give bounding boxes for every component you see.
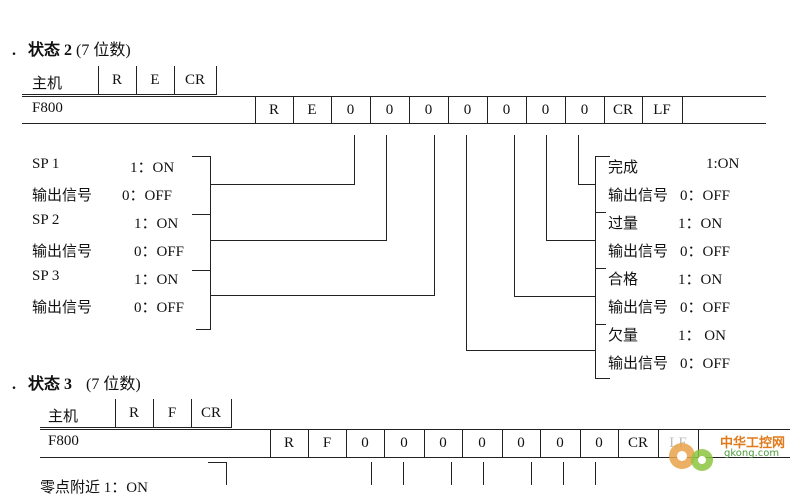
device-cell: 0 (424, 102, 433, 118)
device-cell: 0 (463, 102, 472, 118)
host-cell: R (128, 405, 139, 421)
device-cell: E (307, 102, 317, 118)
left-item-sub-value: 0：OFF (134, 300, 185, 316)
right-item-name: 过量 (608, 216, 639, 232)
right-item-sub-value: 0：OFF (680, 356, 731, 372)
left-item-sub: 输出信号 (32, 244, 93, 260)
device-label: F800 (32, 100, 63, 116)
left-item-name: SP 3 (32, 268, 60, 284)
device-cell: LF (653, 102, 671, 118)
section-title: 状态 3 (28, 376, 73, 393)
host-label: 主机 (48, 409, 79, 425)
watermark-brand: 中华工控网 (720, 436, 786, 451)
left-item-value: 1：ON (134, 216, 179, 232)
device-cell: 0 (541, 102, 550, 118)
device-cell: 0 (478, 435, 486, 451)
host-cell: R (111, 72, 122, 88)
right-item-sub-value: 0：OFF (680, 300, 731, 316)
right-item-sub-value: 0：OFF (680, 244, 731, 260)
section3-heading: . 状态 3 (7 位数) (12, 370, 141, 394)
gear-logo-icon (669, 443, 713, 471)
right-item-sub: 输出信号 (608, 188, 669, 204)
left-item-value: 1：ON (134, 272, 179, 288)
device-cell: 0 (556, 435, 564, 451)
right-item-sub-value: 0：OFF (680, 188, 731, 204)
device-cell: F (322, 435, 332, 451)
device-cell: 0 (517, 435, 525, 451)
host-cell: CR (200, 405, 221, 421)
device-cell: CR (627, 435, 648, 451)
left-item-sub: 输出信号 (32, 188, 93, 204)
device-cell: 0 (502, 102, 511, 118)
left-item-sub-value: 0：OFF (122, 188, 173, 204)
device-cell: 0 (580, 102, 589, 118)
right-item-value: 1：ON (678, 216, 723, 232)
host-cell: F (167, 405, 177, 421)
right-item-value: 1： ON (678, 328, 726, 344)
diagram-lines (22, 66, 790, 485)
bullet: . (12, 42, 16, 59)
device-cell: R (283, 435, 294, 451)
watermark-logo: 中华工控网 gkong.com (662, 430, 796, 482)
left-item-name: SP 1 (32, 156, 60, 172)
section2-heading: . 状态 2 (7 位数) (12, 36, 131, 60)
device-cell: 0 (361, 435, 369, 451)
device-cell: 0 (595, 435, 603, 451)
device-cell: 0 (346, 102, 355, 118)
bullet: . (12, 376, 16, 393)
right-item-sub: 输出信号 (608, 300, 669, 316)
host-cell: CR (184, 72, 205, 88)
left-item-name: SP 2 (32, 212, 60, 228)
right-item-name: 欠量 (608, 328, 639, 344)
device-cell: CR (612, 102, 633, 118)
section-title: 状态 2 (28, 42, 73, 59)
left-item-sub: 输出信号 (32, 300, 93, 316)
host-cell: E (150, 72, 160, 88)
right-item-name: 合格 (608, 272, 639, 288)
right-item-name: 完成 (608, 160, 639, 176)
device-cell: 0 (385, 102, 394, 118)
device-cell: 0 (400, 435, 408, 451)
digit-count: (7 位数) (76, 42, 131, 59)
digit-count: (7 位数) (86, 376, 141, 393)
device-cell: 0 (439, 435, 447, 451)
watermark-url: gkong.com (724, 448, 780, 459)
left-item-value: 1：ON (130, 160, 175, 176)
right-item-sub: 输出信号 (608, 356, 669, 372)
partial-item: 零点附近 1：ON (40, 480, 148, 496)
right-item-sub: 输出信号 (608, 244, 669, 260)
right-item-value: 1:ON (706, 156, 740, 172)
right-item-value: 1：ON (678, 272, 723, 288)
host-label: 主机 (32, 76, 63, 92)
device-label: F800 (48, 433, 79, 449)
left-item-sub-value: 0：OFF (134, 244, 185, 260)
device-cell: R (268, 102, 279, 118)
